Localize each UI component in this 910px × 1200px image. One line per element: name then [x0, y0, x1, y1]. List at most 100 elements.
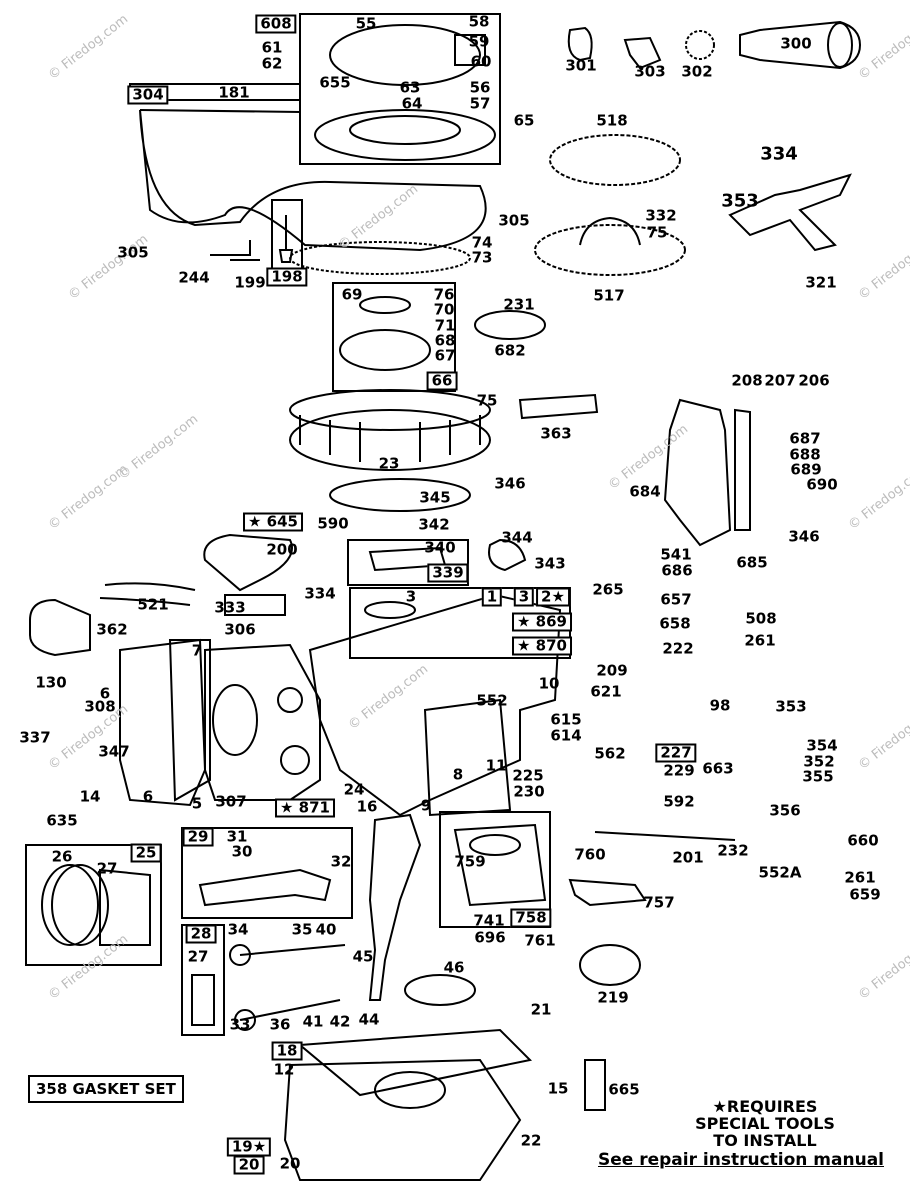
part-label-354: 354: [806, 736, 838, 755]
part-label-31: 31: [226, 827, 248, 846]
part-label-682: 682: [494, 341, 526, 360]
part-label-304: 304: [127, 85, 169, 105]
part-label-353b: 353: [775, 697, 807, 716]
starter-pulley: [349, 115, 461, 145]
part-label-74: 74: [471, 233, 493, 252]
part-label-261a: 261: [744, 631, 776, 650]
part-label-659: 659: [849, 885, 881, 904]
part-label-41: 41: [302, 1012, 324, 1031]
part-label-615: 615: [550, 710, 582, 729]
starter-cup: [329, 24, 481, 86]
part-label-67: 67: [434, 346, 456, 365]
part-label-30: 30: [231, 842, 253, 861]
base-gasket: [297, 1028, 533, 1097]
part-label-308: 308: [84, 697, 116, 716]
part-label-645: ★ 645: [243, 512, 303, 532]
part-label-6b: 6: [142, 787, 154, 806]
part-label-20a: 20: [233, 1155, 265, 1175]
valve-cover: [423, 698, 512, 817]
part-label-518: 518: [596, 111, 628, 130]
part-label-760: 760: [574, 845, 606, 864]
lock-washer: [685, 30, 715, 60]
part-label-363: 363: [540, 424, 572, 443]
part-label-28: 28: [185, 924, 217, 944]
part-label-332: 332: [645, 206, 677, 225]
part-362: [29, 598, 91, 657]
part-label-58: 58: [468, 12, 490, 31]
part-label-16: 16: [356, 797, 378, 816]
part-label-32: 32: [330, 852, 352, 871]
connecting-rod: [198, 868, 332, 907]
part-label-24: 24: [343, 780, 365, 799]
connecting-rod-frame: [181, 827, 353, 919]
part-label-6a: 6: [99, 684, 111, 703]
part-label-26: 26: [51, 847, 73, 866]
part-label-56: 56: [469, 78, 491, 97]
part-label-62: 62: [261, 54, 283, 73]
part-label-663: 663: [702, 759, 734, 778]
part-label-590: 590: [317, 514, 349, 533]
special-tools-line-2: SPECIAL TOOLS: [695, 1114, 835, 1133]
part-label-5: 5: [191, 794, 203, 813]
part-label-55: 55: [355, 14, 377, 33]
flywheel: [289, 409, 491, 471]
head-bolt-hole-2: [280, 745, 310, 775]
part-label-303: 303: [634, 62, 666, 81]
part-label-201: 201: [672, 848, 704, 867]
screen-518: [549, 134, 681, 186]
part-label-3a: 3: [405, 587, 417, 606]
part-label-356: 356: [769, 801, 801, 820]
part-label-57: 57: [469, 94, 491, 113]
plug-343: [488, 538, 527, 572]
part-label-686: 686: [661, 561, 693, 580]
repair-manual-note: See repair instruction manual: [598, 1150, 884, 1170]
muffler-gasket: [224, 594, 286, 616]
part-label-98: 98: [709, 696, 731, 715]
part-label-66: 66: [426, 371, 458, 391]
screen-517: [534, 224, 686, 276]
cam-gear-frame: [439, 811, 551, 928]
part-label-64: 64: [401, 94, 423, 113]
flywheel-nut: [359, 296, 411, 314]
part-label-27b: 27: [187, 947, 209, 966]
starter-clutch: [339, 329, 431, 371]
starter-handle: [454, 34, 486, 66]
flywheel-top: [289, 389, 491, 431]
part-label-130: 130: [35, 673, 67, 692]
sump-base: [283, 1058, 522, 1181]
part-label-265: 265: [592, 580, 624, 599]
part-label-333: 333: [214, 598, 246, 617]
air-cleaner-end: [827, 22, 853, 68]
fitting-665: [584, 1059, 606, 1111]
part-label-15: 15: [547, 1079, 569, 1098]
part-label-76: 76: [433, 285, 455, 304]
part-label-340: 340: [424, 538, 456, 557]
part-label-353a: 353: [721, 190, 759, 212]
part-label-665: 665: [608, 1080, 640, 1099]
bracket-363: [518, 393, 599, 420]
part-label-25: 25: [130, 843, 162, 863]
ignition-plate: [329, 478, 471, 512]
part-label-59: 59: [468, 32, 490, 51]
flywheel-fins: [299, 415, 481, 462]
part-label-657: 657: [660, 590, 692, 609]
part-label-261b: 261: [844, 868, 876, 887]
part-label-199: 199: [234, 273, 266, 292]
part-label-61: 61: [261, 38, 283, 57]
piston: [99, 868, 151, 946]
part-label-73: 73: [471, 248, 493, 267]
part-label-21: 21: [530, 1000, 552, 1019]
part-label-232: 232: [717, 841, 749, 860]
part-label-200: 200: [266, 540, 298, 559]
part-label-687: 687: [789, 429, 821, 448]
part-label-18: 18: [271, 1041, 303, 1061]
part-label-345: 345: [419, 488, 451, 507]
fuel-elbow: [210, 240, 260, 261]
fuel-fitting: [278, 215, 294, 263]
part-label-306: 306: [224, 620, 256, 639]
part-label-871: ★ 871: [275, 798, 335, 818]
part-label-244: 244: [178, 268, 210, 287]
part-label-42: 42: [329, 1012, 351, 1031]
part-label-3b: 3: [513, 587, 535, 607]
